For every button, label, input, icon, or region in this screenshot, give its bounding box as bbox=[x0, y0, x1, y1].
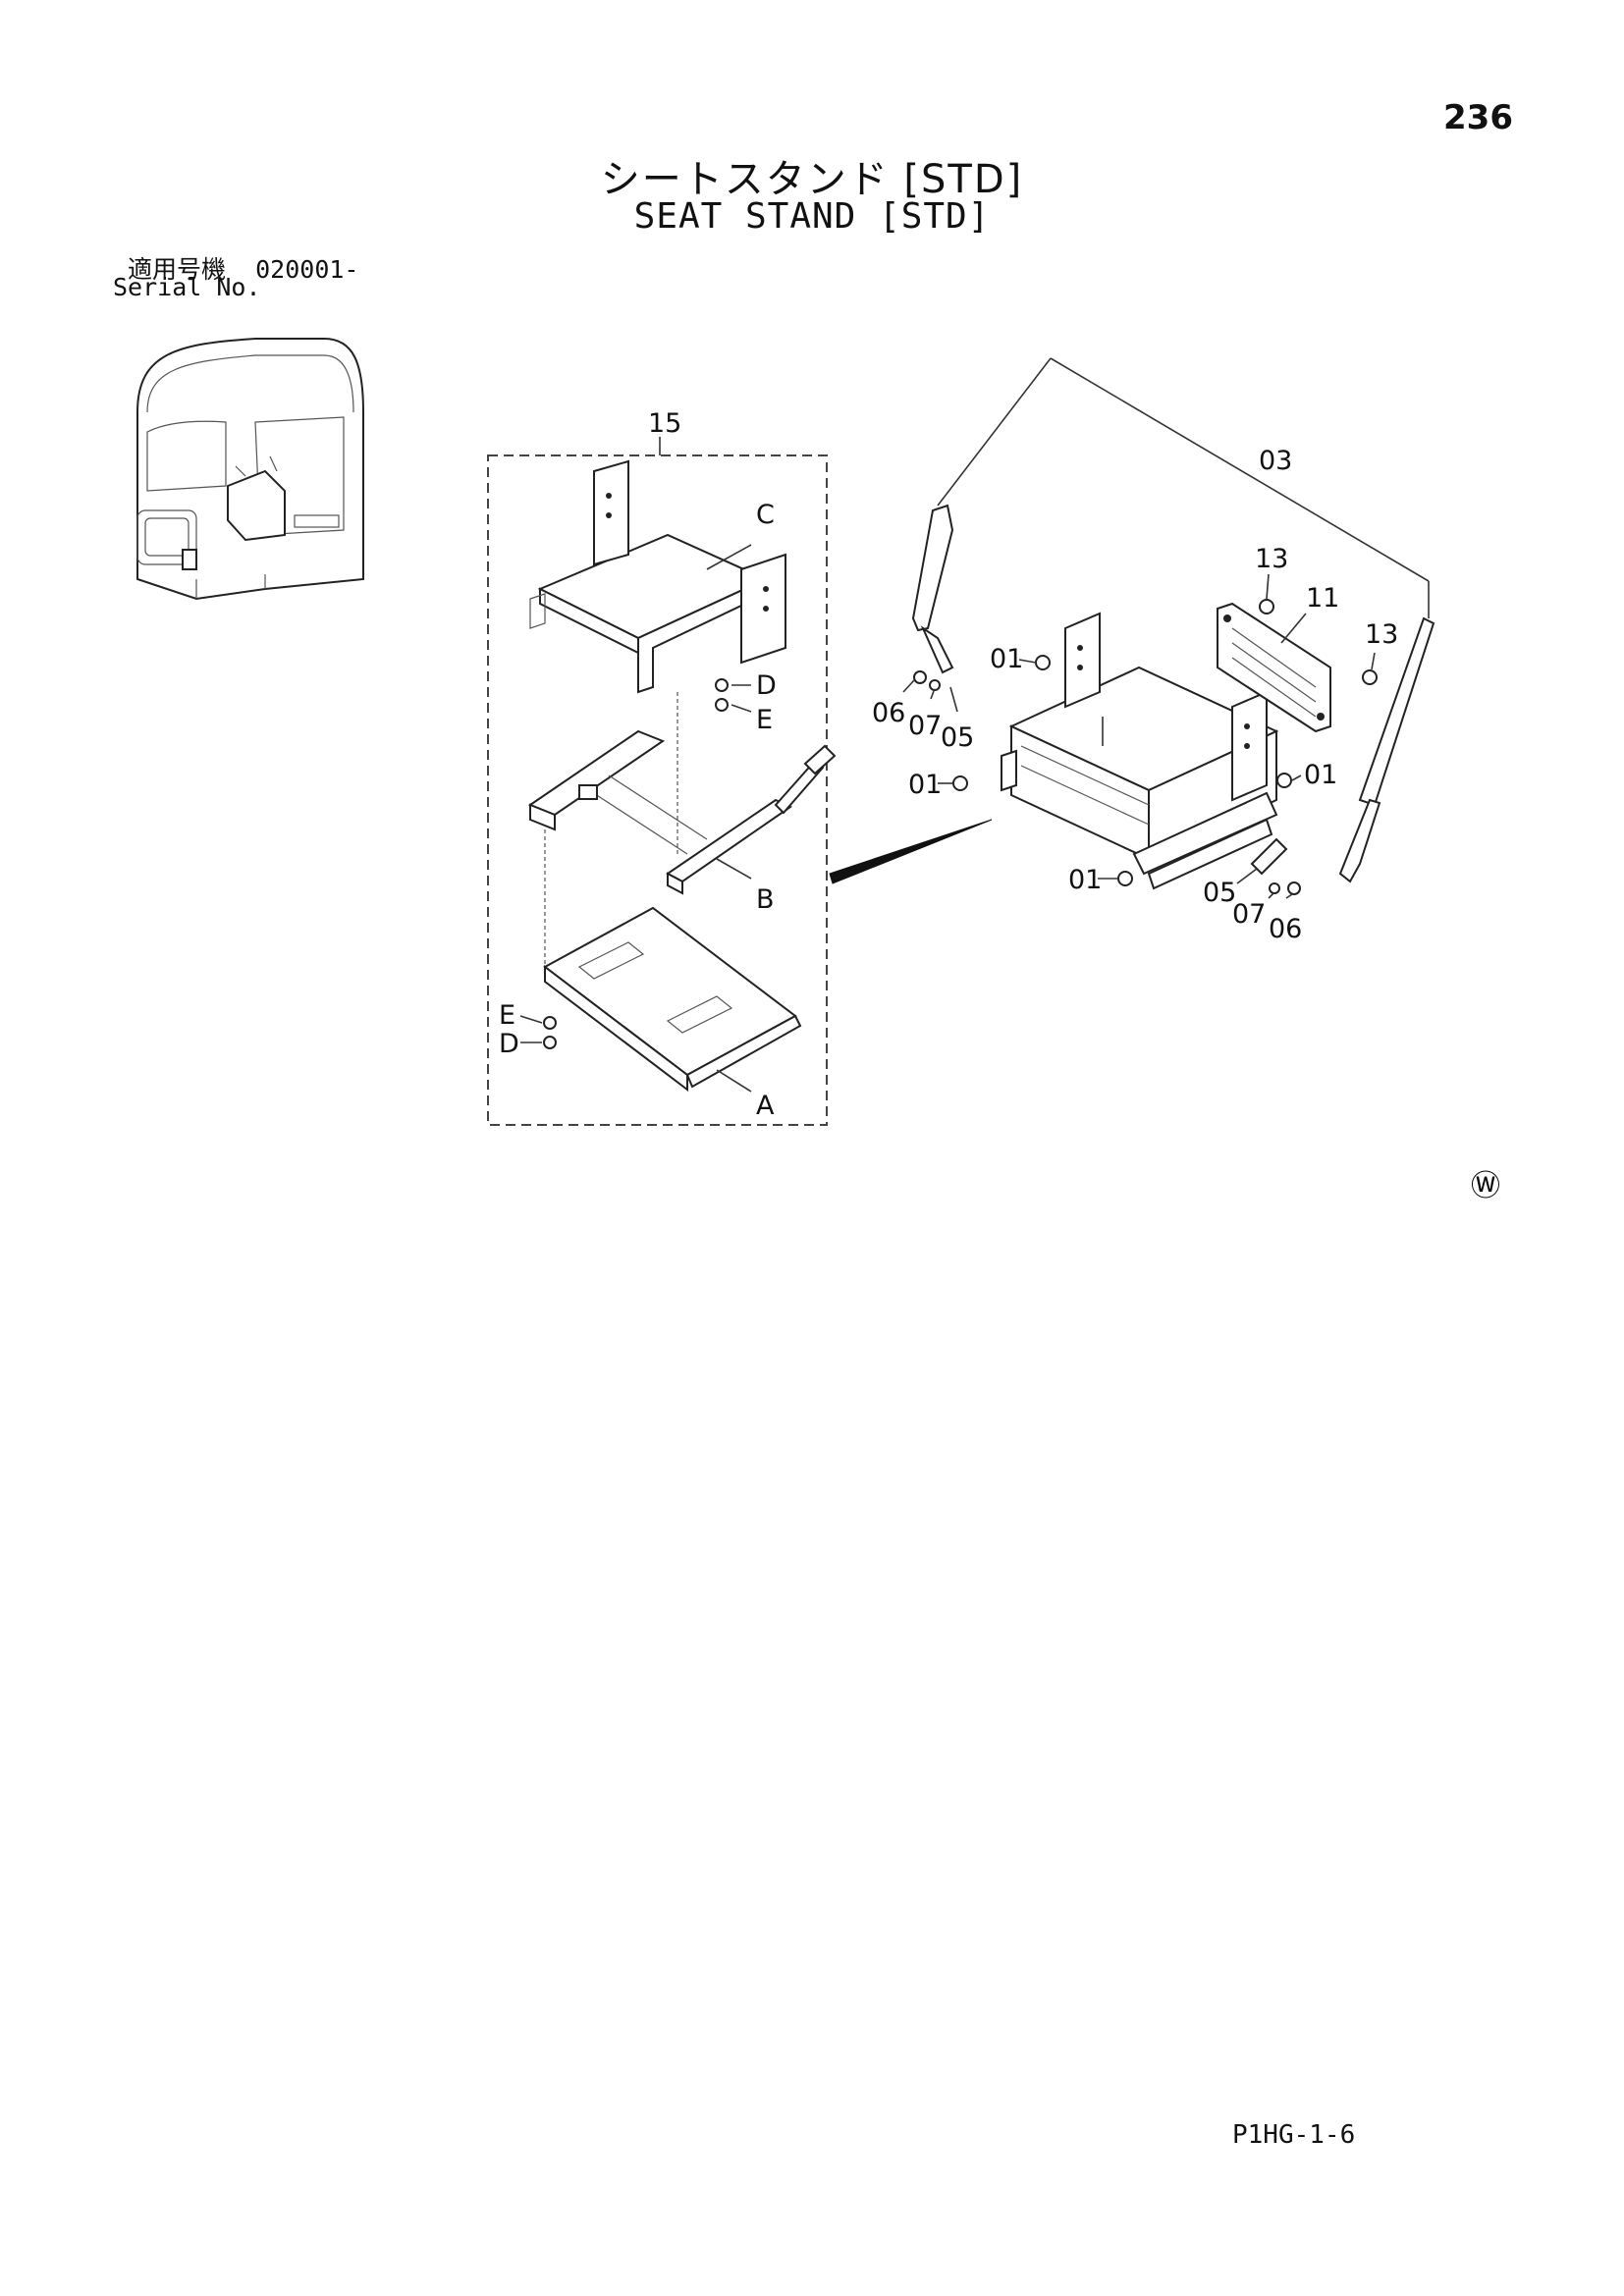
callout-03: 03 bbox=[1259, 446, 1292, 476]
callout-d-top: D bbox=[756, 670, 777, 701]
assembly-15-group: 15 bbox=[487, 408, 828, 1126]
assembly-arrow bbox=[829, 819, 993, 884]
document-code: P1HG-1-6 bbox=[1232, 2120, 1356, 2150]
callout-05-right: 05 bbox=[1203, 878, 1236, 908]
callout-c: C bbox=[756, 500, 775, 530]
callout-b: B bbox=[756, 884, 775, 915]
right-hardware: 01 01 05 07 06 bbox=[1068, 760, 1337, 944]
callout-13-left: 13 bbox=[1255, 544, 1288, 574]
callout-01-middle-left: 01 bbox=[908, 770, 942, 800]
left-hardware: 01 06 07 05 01 bbox=[872, 644, 1051, 800]
watermark-symbol: Ⓦ bbox=[1471, 1169, 1500, 1203]
part-b-slide-rail: B bbox=[527, 729, 837, 982]
callout-11: 11 bbox=[1306, 583, 1339, 614]
title-japanese: シートスタンド [STD] bbox=[600, 157, 1024, 202]
cab-thumbnail bbox=[136, 338, 364, 601]
callout-e-top: E bbox=[756, 705, 773, 735]
page-number: 236 bbox=[1443, 98, 1513, 137]
callout-a: A bbox=[756, 1091, 775, 1121]
serial-value: 020001- bbox=[255, 255, 359, 284]
assembled-seat-stand bbox=[1001, 612, 1279, 890]
callout-13-right: 13 bbox=[1365, 619, 1398, 650]
callout-06-left: 06 bbox=[872, 698, 905, 728]
callout-e-bottom: E bbox=[499, 1000, 515, 1031]
serial-label-jp-text: 適用号機 bbox=[128, 255, 227, 284]
callout-07-left: 07 bbox=[908, 711, 942, 741]
serial-label-japanese: 適用号機 020001- bbox=[128, 250, 358, 286]
callout-01-upper-left: 01 bbox=[990, 644, 1023, 674]
callout-05-left: 05 bbox=[941, 722, 974, 753]
callout-01-lower-left: 01 bbox=[1068, 865, 1102, 895]
part-03-gas-springs: 03 bbox=[911, 357, 1435, 883]
serial-label-english: Serial No. bbox=[113, 273, 261, 301]
callout-06-right: 06 bbox=[1269, 914, 1302, 944]
part-a-base-plate: E D A bbox=[499, 906, 802, 1121]
callout-d-bottom: D bbox=[499, 1029, 519, 1059]
part-c-upper-bracket: C D E bbox=[529, 459, 786, 854]
part-11-bracket: 11 13 13 bbox=[1217, 544, 1398, 733]
callout-15: 15 bbox=[648, 408, 681, 439]
callout-01-right: 01 bbox=[1304, 760, 1337, 790]
title-english: SEAT STAND [STD] bbox=[633, 196, 991, 237]
callout-07-right: 07 bbox=[1232, 899, 1266, 930]
